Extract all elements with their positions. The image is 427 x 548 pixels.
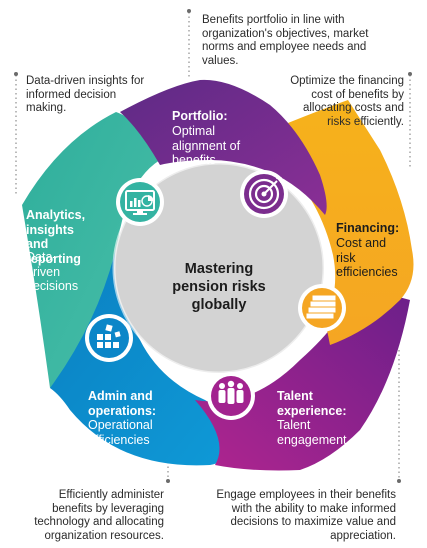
people-group-icon bbox=[207, 372, 255, 420]
analytics-title: Analytics, insights and reporting bbox=[26, 208, 86, 266]
portfolio-segment bbox=[120, 79, 327, 216]
admin-note: Efficiently administer benefits by lever… bbox=[34, 489, 164, 542]
talent-title: Talent experience: bbox=[277, 389, 347, 418]
admin-subtitle: Operational efficiencies bbox=[88, 418, 153, 447]
connector-lines bbox=[15, 12, 411, 480]
talent-subtitle: Talent engagement bbox=[277, 418, 347, 447]
dashboard-monitor-icon bbox=[116, 178, 164, 226]
portfolio-note: Benefits portfolio in line with organiza… bbox=[202, 14, 369, 67]
portfolio-title: Portfolio: bbox=[172, 109, 228, 123]
admin-title: Admin and operations: bbox=[88, 389, 157, 418]
blocks-icon bbox=[85, 314, 133, 362]
portfolio-subtitle: Optimal alignment of benefits bbox=[172, 124, 241, 167]
financing-subtitle: Cost and risk efficiencies bbox=[336, 236, 398, 279]
analytics-subtitle: Data-driven decisions bbox=[26, 250, 79, 293]
center-title: Mastering pension risks globally bbox=[172, 261, 266, 313]
analytics-note: Data-driven insights for informed decisi… bbox=[26, 75, 145, 114]
financing-segment bbox=[283, 100, 414, 345]
financing-title: Financing: bbox=[336, 221, 400, 235]
connector-dots bbox=[14, 9, 412, 483]
talent-note: Engage employees in their benefits with … bbox=[216, 489, 396, 542]
money-stack-icon bbox=[298, 284, 346, 332]
admin-segment bbox=[50, 240, 236, 466]
target-icon bbox=[240, 170, 288, 218]
analytics-segment bbox=[22, 112, 160, 388]
financing-note: Optimize the financing cost of benefits … bbox=[290, 75, 404, 128]
